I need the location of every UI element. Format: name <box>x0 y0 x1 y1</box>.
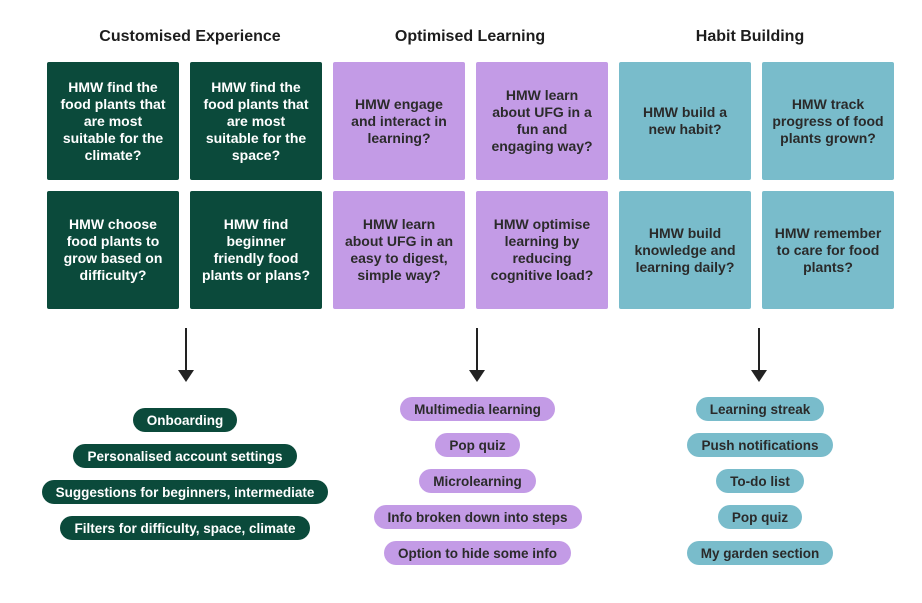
solution-pill: Pop quiz <box>435 433 520 457</box>
sticky-note: HMW find beginner friendly food plants o… <box>190 191 322 309</box>
solution-pill: Suggestions for beginners, intermediate <box>41 480 329 504</box>
solution-list-customised-experience: Onboarding Personalised account settings… <box>30 408 340 540</box>
solution-pill: Option to hide some info <box>384 541 571 565</box>
solution-pill: My garden section <box>686 541 834 565</box>
solution-list-optimised-learning: Multimedia learning Pop quiz Microlearni… <box>365 397 590 565</box>
solution-pill: Filters for difficulty, space, climate <box>60 516 310 540</box>
solution-list-habit-building: Learning streak Push notifications To-do… <box>660 397 860 565</box>
column-title-customised-experience: Customised Experience <box>99 28 281 45</box>
down-arrow-icon <box>467 328 487 384</box>
solution-pill: Push notifications <box>687 433 833 457</box>
sticky-note: HMW learn about UFG in an easy to digest… <box>333 191 465 309</box>
solution-pill: Onboarding <box>132 408 238 432</box>
sticky-note: HMW find the food plants that are most s… <box>47 62 179 180</box>
sticky-note: HMW learn about UFG in a fun and engagin… <box>476 62 608 180</box>
sticky-note: HMW find the food plants that are most s… <box>190 62 322 180</box>
sticky-note: HMW build a new habit? <box>619 62 751 180</box>
sticky-note: HMW engage and interact in learning? <box>333 62 465 180</box>
solution-pill: Pop quiz <box>717 505 803 529</box>
solution-pill: Info broken down into steps <box>373 505 582 529</box>
sticky-note: HMW build knowledge and learning daily? <box>619 191 751 309</box>
sticky-note: HMW choose food plants to grow based on … <box>47 191 179 309</box>
sticky-note: HMW remember to care for food plants? <box>762 191 894 309</box>
column-title-optimised-learning: Optimised Learning <box>394 28 546 45</box>
solution-pill: Multimedia learning <box>400 397 555 421</box>
solution-pill: To-do list <box>716 469 804 493</box>
down-arrow-icon <box>176 328 196 384</box>
down-arrow-icon <box>749 328 769 384</box>
column-title-habit-building: Habit Building <box>695 28 805 45</box>
solution-pill: Personalised account settings <box>73 444 297 468</box>
sticky-note: HMW track progress of food plants grown? <box>762 62 894 180</box>
sticky-note: HMW optimise learning by reducing cognit… <box>476 191 608 309</box>
solution-pill: Microlearning <box>419 469 536 493</box>
solution-pill: Learning streak <box>695 397 825 421</box>
